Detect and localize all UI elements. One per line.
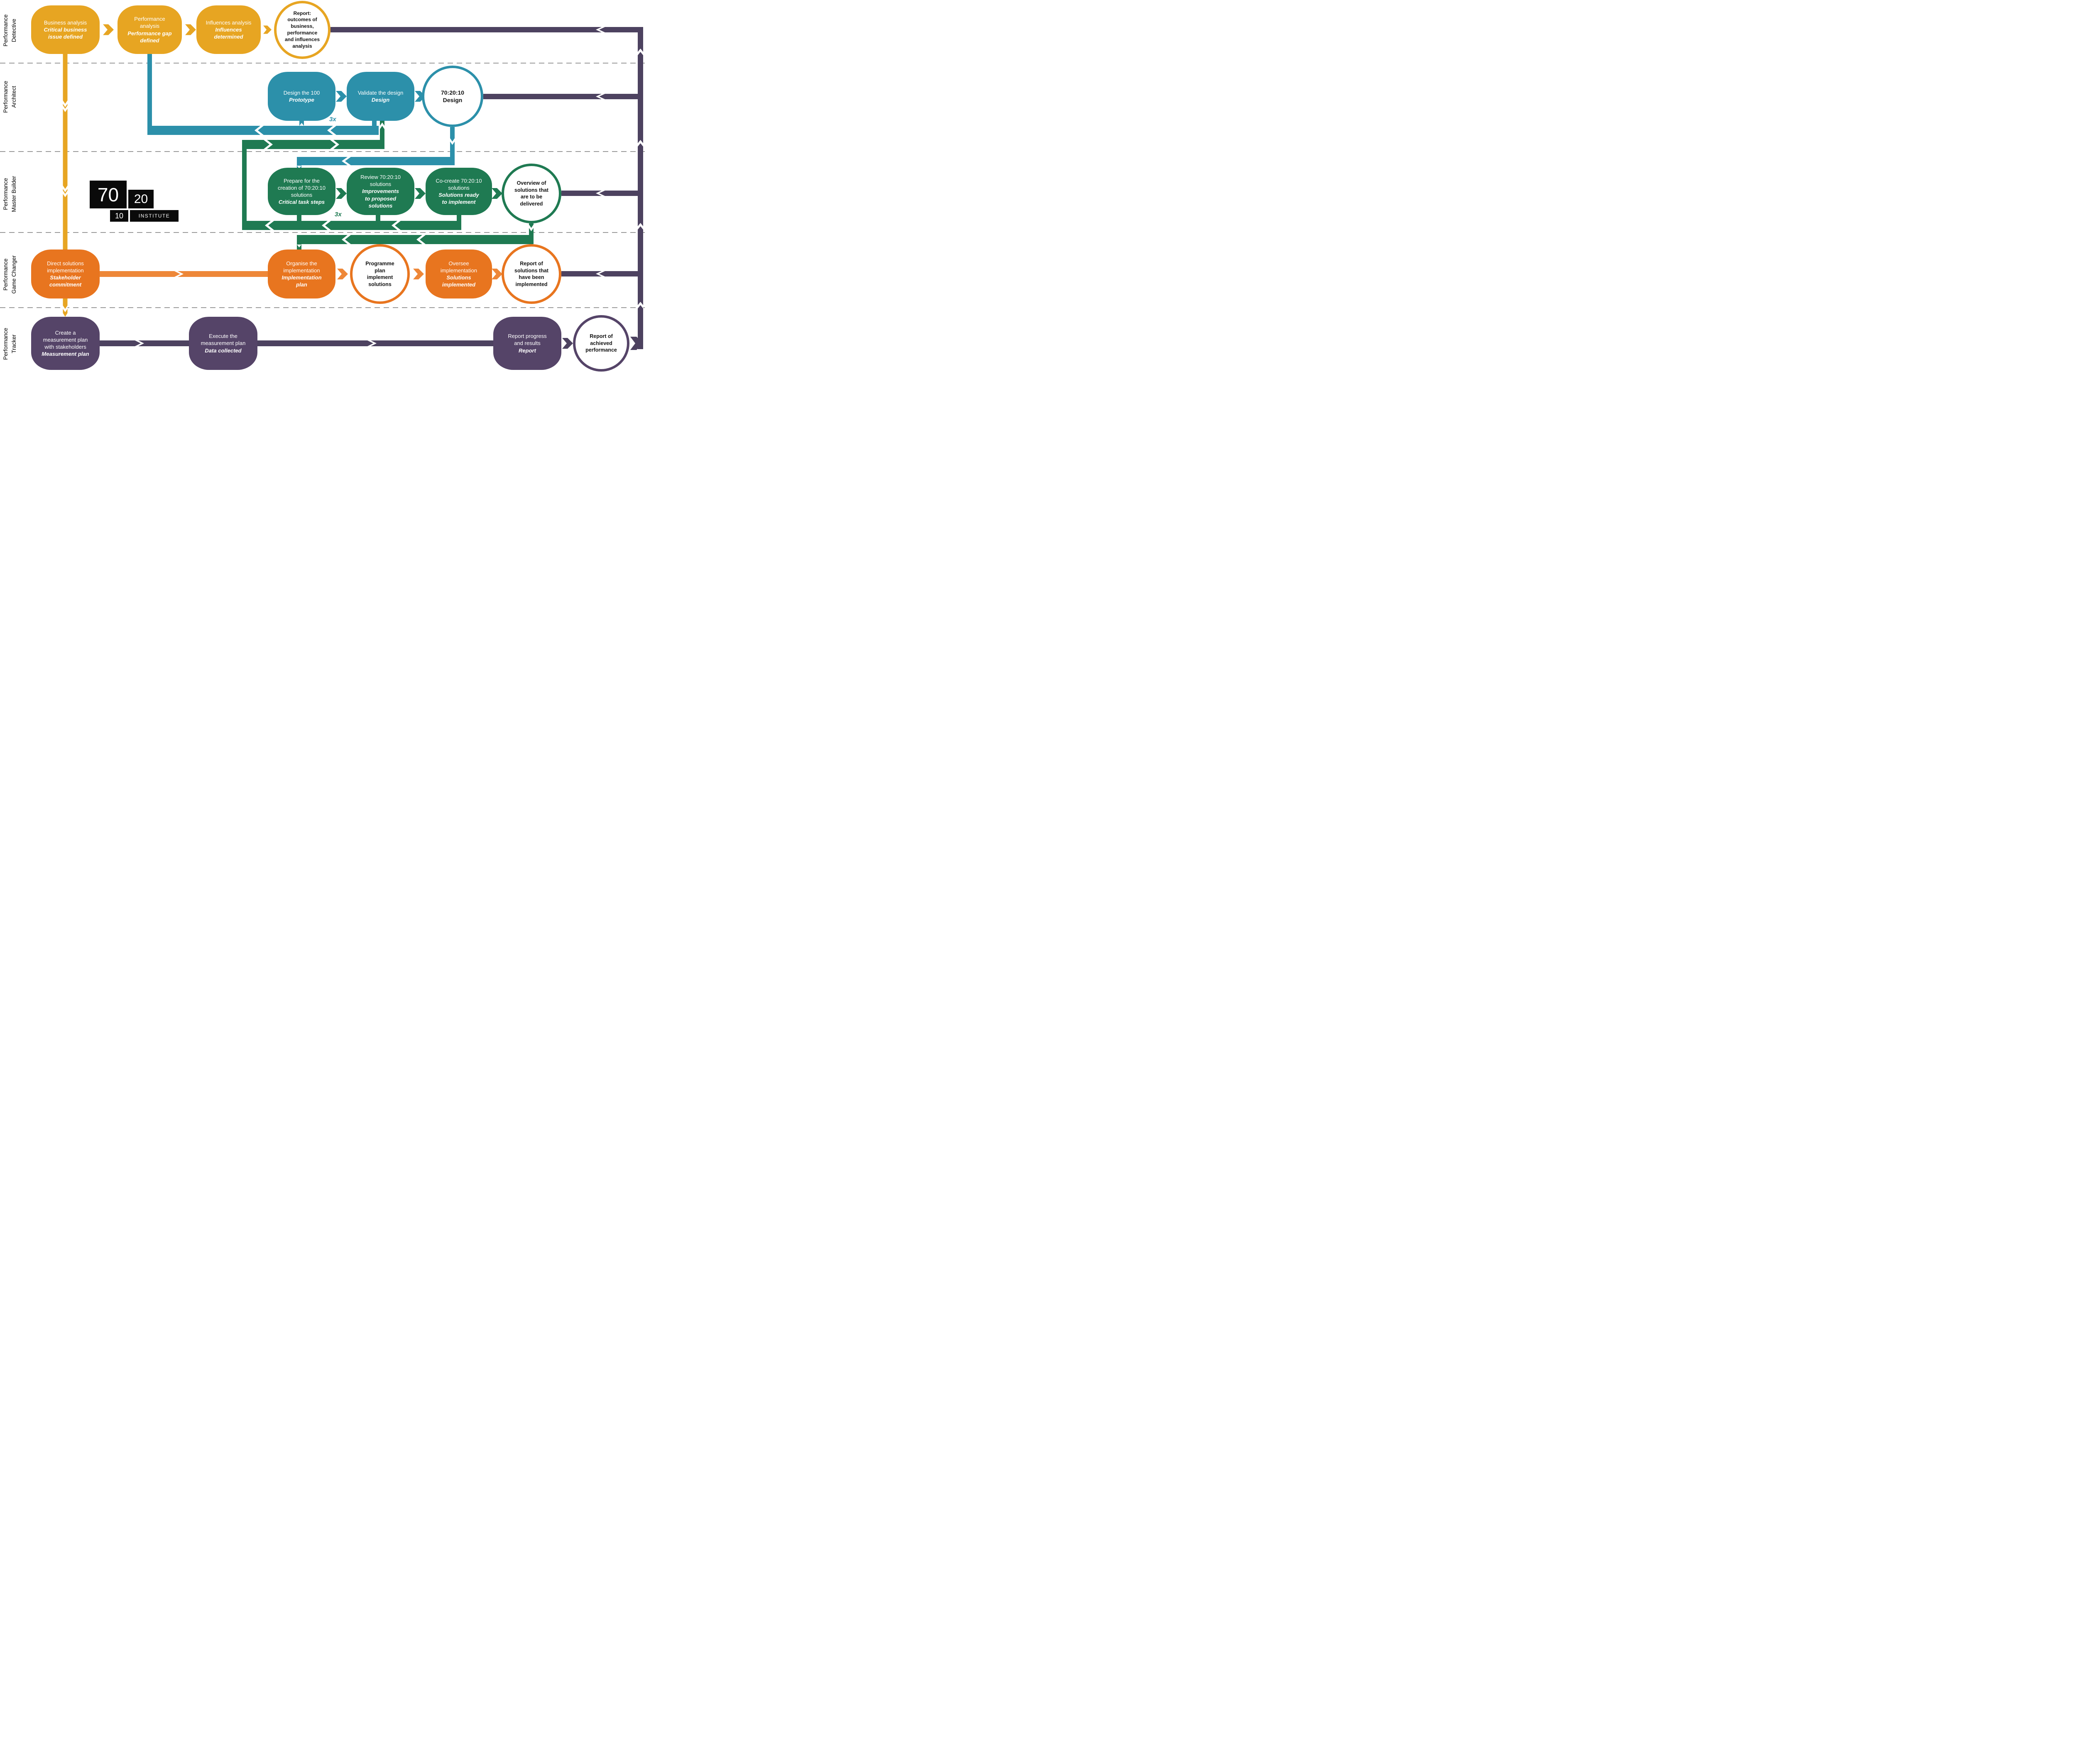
lane-separators xyxy=(0,63,648,308)
box-prepare-creation: Prepare for the creation of 70:20:10 sol… xyxy=(268,168,335,215)
circle-report-analysis-outcomes: Report: outcomes of business, performanc… xyxy=(274,1,330,59)
box-co-create-solutions: Co-create 70:20:10 solutions Solutions r… xyxy=(426,168,492,215)
arrow-notches xyxy=(63,27,643,346)
box-business-analysis: Business analysis Critical business issu… xyxy=(31,5,100,54)
box-validate-the-design: Validate the design Design xyxy=(347,72,414,121)
iteration-label-3x-architect: 3x xyxy=(329,116,336,123)
box-design-the-100: Design the 100 Prototype xyxy=(268,72,335,121)
box-direct-solutions: Direct solutions implementation Stakehol… xyxy=(31,250,100,298)
box-report-progress: Report progress and results Report xyxy=(493,317,561,370)
circle-overview-solutions: Overview of solutions that are to be del… xyxy=(502,164,561,223)
box-execute-measurement-plan: Execute the measurement plan Data collec… xyxy=(189,317,257,370)
connector-layer xyxy=(0,24,648,350)
circle-programme-plan: Programme plan implement solutions xyxy=(350,244,410,304)
logo-block-10: 10 xyxy=(110,210,128,222)
circle-702010-design: 70:20:10 Design xyxy=(422,66,483,127)
box-oversee-implementation: Oversee implementation Solutions impleme… xyxy=(426,250,492,298)
circle-report-solutions-implemented: Report of solutions that have been imple… xyxy=(502,244,561,304)
master-builder-flow-arrows xyxy=(242,121,534,250)
box-organise-implementation: Organise the implementation Implementati… xyxy=(268,250,335,298)
box-influences-analysis: Influences analysis Influences determine… xyxy=(196,5,261,54)
architect-flow-arrows xyxy=(147,54,455,172)
box-performance-analysis: Performance analysis Performance gap def… xyxy=(118,5,182,54)
tracker-and-feedback-arrows xyxy=(100,27,643,350)
logo-block-20: 20 xyxy=(128,190,154,208)
game-changer-flow-arrows xyxy=(100,269,502,279)
detective-flow-arrows xyxy=(63,24,272,317)
box-create-measurement-plan: Create a measurement plan with stakehold… xyxy=(31,317,100,370)
box-review-solutions: Review 70:20:10 solutions Improvements t… xyxy=(347,168,414,215)
logo-block-institute: INSTITUTE xyxy=(130,210,179,222)
circle-report-achieved-performance: Report of achieved performance xyxy=(573,315,629,372)
logo-block-70: 70 xyxy=(90,181,127,208)
iteration-label-3x-master-builder: 3x xyxy=(335,211,342,218)
